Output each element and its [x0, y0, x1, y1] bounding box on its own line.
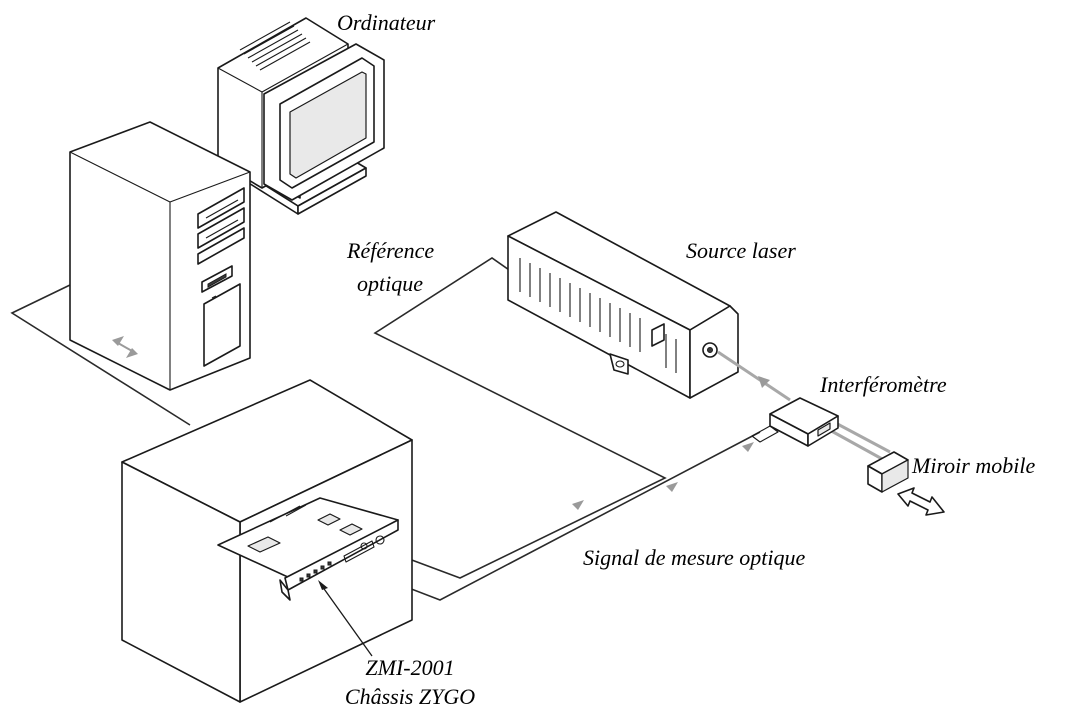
label-computer: Ordinateur: [337, 10, 436, 35]
laser-beam-to-interferometer: [717, 350, 791, 402]
optical-reference-cable: [373, 257, 667, 579]
beam-to-mirror-2: [825, 426, 885, 462]
beam-to-mirror-1: [829, 418, 891, 454]
monitor: [217, 17, 385, 215]
cable-connector: [751, 425, 779, 443]
label-optical-reference-2: optique: [357, 271, 423, 296]
moving-mirror: [867, 451, 909, 493]
laser-source: [507, 211, 739, 399]
chassis: [121, 379, 413, 703]
interferometer: [769, 397, 839, 447]
label-moving-mirror: Miroir mobile: [911, 453, 1035, 478]
label-laser-source: Source laser: [686, 238, 796, 263]
label-measurement-signal: Signal de mesure optique: [583, 545, 805, 570]
label-board-line2: Châssis ZYGO: [345, 684, 475, 709]
labels: Ordinateur Référence optique Source lase…: [337, 10, 1035, 709]
computer-link-cable: [10, 284, 191, 426]
signal-direction-arrows: [572, 442, 754, 510]
label-interferometer: Interféromètre: [819, 372, 947, 397]
laser-beams: [717, 350, 891, 462]
computer-link-arrow: [112, 336, 138, 358]
label-board-line1: ZMI-2001: [365, 655, 454, 680]
mirror-motion-arrow: [897, 487, 945, 516]
board-pointer: [318, 580, 373, 657]
label-optical-reference-1: Référence: [346, 238, 434, 263]
computer-tower: [69, 121, 251, 391]
